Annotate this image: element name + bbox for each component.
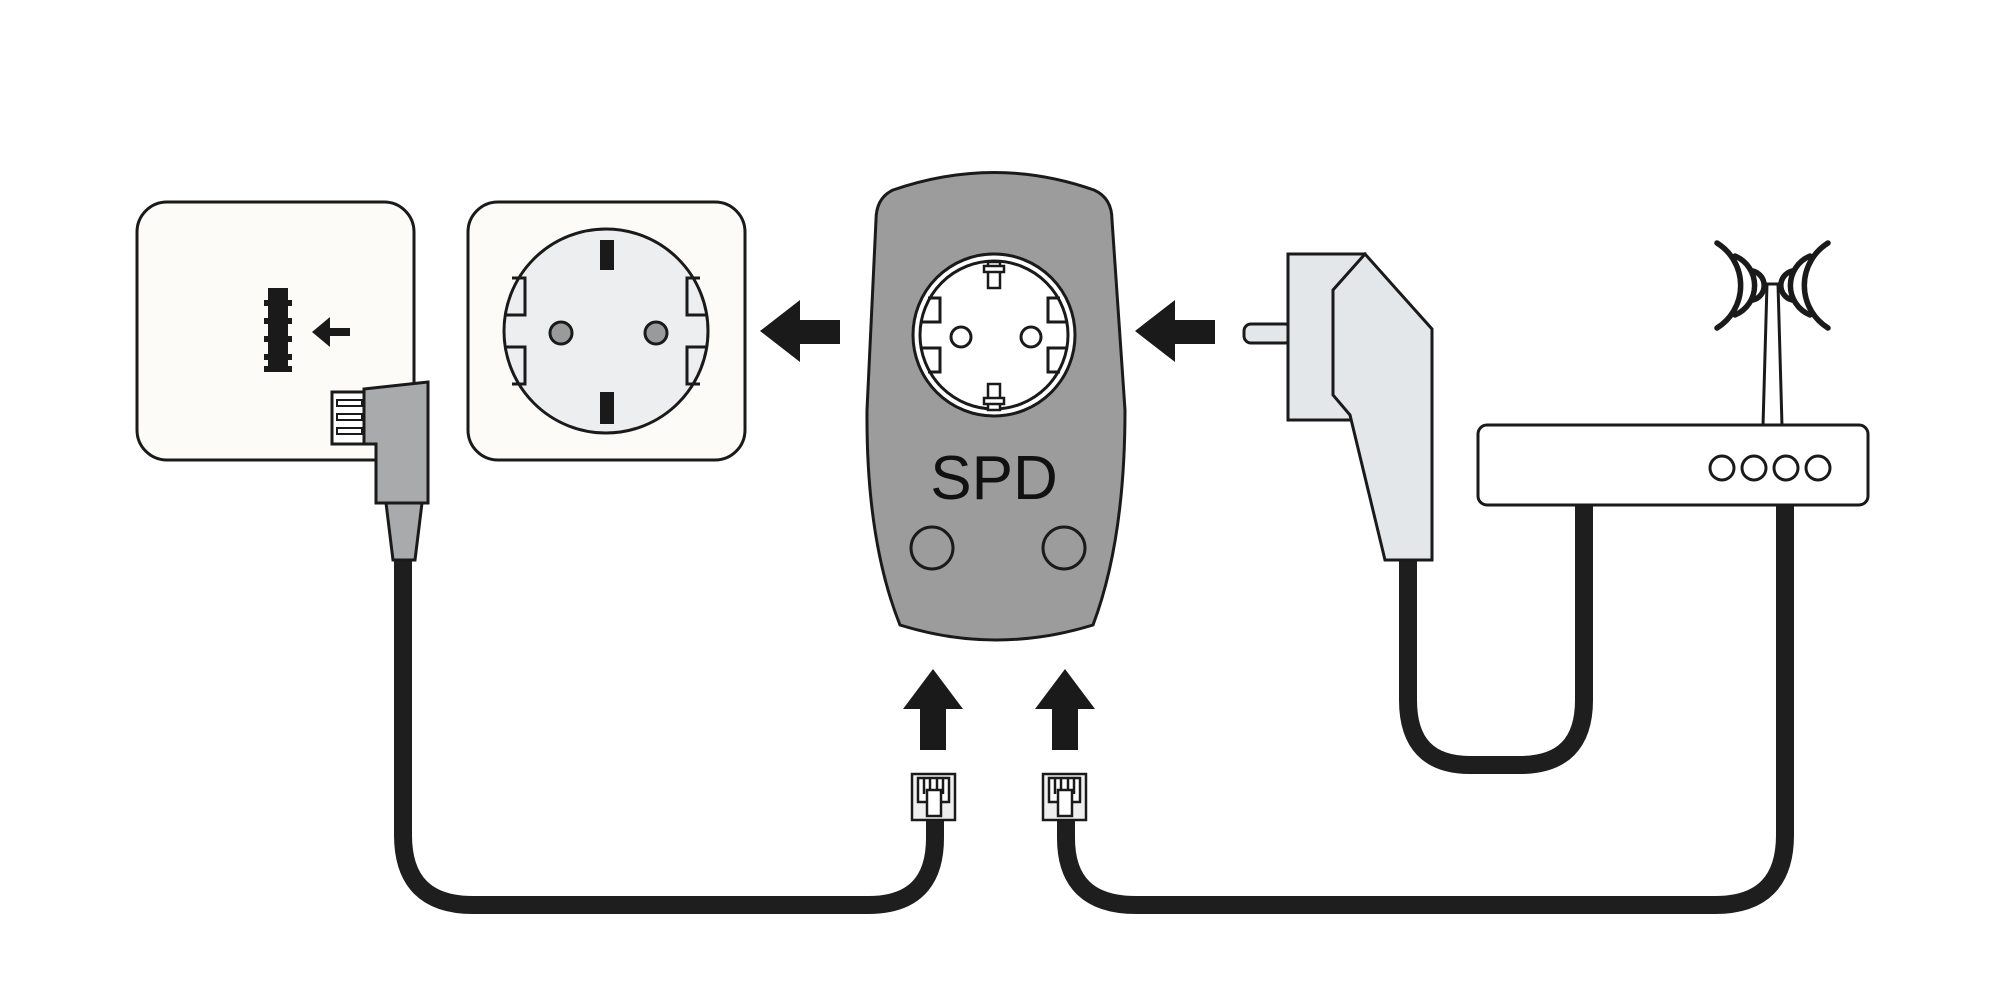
router-led-3 bbox=[1772, 454, 1800, 482]
router-power-plug bbox=[1242, 251, 1434, 562]
rj11-plug-left bbox=[910, 772, 957, 822]
earth-clip-top bbox=[600, 240, 614, 270]
router-status-leds bbox=[1708, 454, 1832, 482]
router-led-4 bbox=[1804, 454, 1832, 482]
tae-plug-body bbox=[362, 380, 430, 505]
cables bbox=[394, 505, 1794, 914]
router-antenna bbox=[1761, 282, 1784, 428]
phone-wall-socket bbox=[135, 200, 430, 562]
router-power-cable bbox=[1399, 505, 1593, 774]
spd-earth-clips bbox=[982, 260, 1006, 412]
phone-line-cable-left bbox=[394, 560, 944, 914]
earth-clip-bottom bbox=[600, 392, 614, 424]
arrow-plug-to-spd bbox=[1135, 300, 1215, 362]
router-body bbox=[1476, 423, 1870, 507]
power-plug-body bbox=[1331, 251, 1434, 562]
socket-pin-hole-right bbox=[643, 320, 669, 346]
tae-socket-icon bbox=[264, 288, 350, 372]
tae-plug bbox=[330, 380, 430, 562]
rj11-plug-right bbox=[1041, 772, 1088, 822]
spd-pin-hole-right bbox=[1019, 325, 1043, 349]
spd-socket-side-notches bbox=[922, 296, 1066, 374]
power-wall-socket bbox=[466, 200, 747, 462]
tae-plug-strain-relief bbox=[384, 501, 424, 562]
spd-rj11-port-right bbox=[1041, 525, 1087, 571]
router bbox=[1476, 240, 1870, 507]
router-led-2 bbox=[1740, 454, 1768, 482]
spd-label: SPD bbox=[930, 444, 1057, 513]
power-socket-side-notches bbox=[506, 276, 706, 386]
router-led-1 bbox=[1708, 454, 1736, 482]
wifi-signal-icon bbox=[1714, 240, 1831, 331]
power-socket-face bbox=[502, 227, 710, 435]
arrow-icon bbox=[760, 300, 1215, 750]
arrow-spd-to-wall-socket bbox=[760, 300, 840, 362]
socket-pin-hole-left bbox=[548, 320, 574, 346]
arrow-rj11-right-to-spd bbox=[1035, 669, 1095, 750]
power-plug-pin bbox=[1242, 322, 1294, 345]
phone-line-cable-right bbox=[1057, 505, 1794, 914]
arrow-rj11-left-to-spd bbox=[903, 669, 963, 750]
spd-rj11-port-left bbox=[909, 525, 955, 571]
spd-device: SPD bbox=[865, 171, 1127, 642]
spd-pin-hole-left bbox=[949, 325, 973, 349]
